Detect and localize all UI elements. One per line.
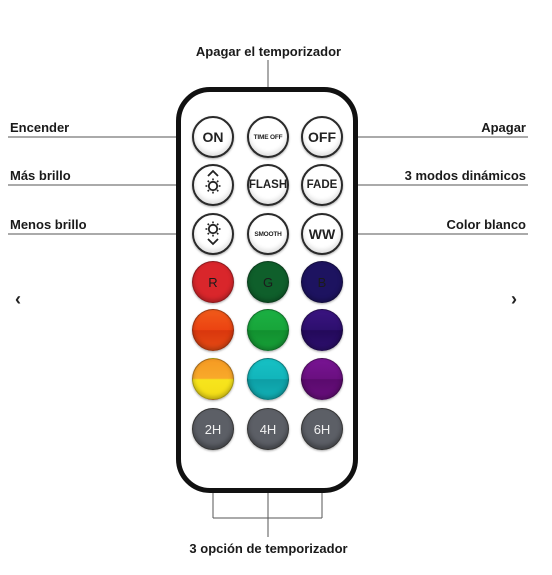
color-button-cyan[interactable] [247,358,289,400]
fade-button-label: FADE [306,179,338,191]
timer-4h-button[interactable]: 4H [247,408,289,450]
color-button-orange-red[interactable] [192,309,234,351]
color-button-indigo[interactable] [301,309,343,351]
label-on: Encender [10,120,70,135]
timer-2h-button[interactable]: 2H [192,408,234,450]
label-off: Apagar [481,120,526,135]
label-time-off: Apagar el temporizador [195,44,342,59]
label-warm-white: Color blanco [446,217,526,232]
flash-button[interactable]: FLASH [247,164,289,206]
label-dynamic-modes: 3 modos dinámicos [404,168,526,183]
flash-button-label: FLASH [248,179,288,191]
fade-button[interactable]: FADE [301,164,343,206]
label-timer-options: 3 opción de temporizador [189,541,348,556]
green-button[interactable]: G [247,261,289,303]
green-button-label: G [262,274,274,290]
smooth-button-label: SMOOTH [254,230,282,238]
timer-2h-label: 2H [204,421,222,437]
warm-white-button-label: WW [308,226,336,242]
red-button[interactable]: R [192,261,234,303]
blue-button-label: B [317,274,327,290]
brightness-down-icon [200,217,226,252]
warm-white-button[interactable]: WW [301,213,343,255]
smooth-button[interactable]: SMOOTH [247,213,289,255]
color-button-yellow[interactable] [192,358,234,400]
red-button-label: R [208,274,218,290]
on-button[interactable]: ON [192,116,234,158]
prev-arrow-icon[interactable]: ‹ [15,289,21,309]
off-button-label: OFF [308,129,336,145]
label-brightness-down: Menos brillo [10,217,87,232]
blue-button[interactable]: B [301,261,343,303]
timer-6h-label: 6H [313,421,331,437]
time-off-button[interactable]: TIME OFF [247,116,289,158]
brightness-down-button[interactable] [192,213,234,255]
color-button-bright-green[interactable] [247,309,289,351]
brightness-up-button[interactable] [192,164,234,206]
on-button-label: ON [202,129,224,145]
time-off-button-label: TIME OFF [253,133,283,141]
label-brightness-up: Más brillo [10,168,71,183]
brightness-up-icon [200,168,226,203]
timer-4h-label: 4H [259,421,277,437]
off-button[interactable]: OFF [301,116,343,158]
timer-6h-button[interactable]: 6H [301,408,343,450]
color-button-purple[interactable] [301,358,343,400]
next-arrow-icon[interactable]: › [511,289,517,309]
